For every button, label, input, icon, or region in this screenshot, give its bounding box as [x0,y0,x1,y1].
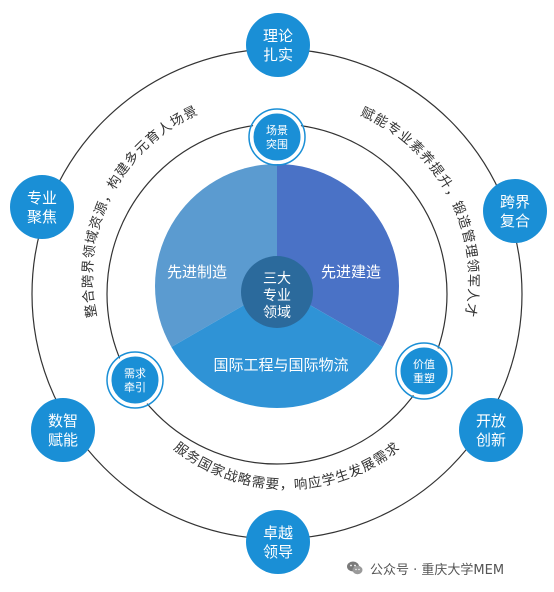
svg-text:开放: 开放 [476,412,506,430]
watermark: 公众号 · 重庆大学MEM [346,557,550,579]
sector-label-international-engineering: 国际工程与国际物流 [213,356,348,374]
svg-text:扎实: 扎实 [263,46,293,64]
outer-node-leadership: 卓越 领导 [246,510,310,574]
outer-node-innovation: 开放 创新 [459,398,523,462]
svg-text:突围: 突围 [266,137,288,151]
svg-text:领导: 领导 [263,543,293,561]
outer-node-theory: 理论 扎实 [246,13,310,77]
svg-text:数智: 数智 [48,412,78,430]
arc-text-bottom: 服务国家战略需要，响应学生发展需求 [171,439,404,493]
svg-text:理论: 理论 [263,27,293,45]
svg-text:价值: 价值 [413,358,435,371]
inner-node-scenario: 场景 突围 [248,108,306,166]
center-circle [241,256,313,328]
svg-text:需求: 需求 [124,367,146,380]
center-label-line2: 专业 [263,288,291,304]
sector-label-advanced-manufacturing: 先进制造 [167,263,227,281]
sector-label-advanced-construction: 先进建造 [321,263,381,281]
watermark-text: 公众号 · 重庆大学MEM [370,562,505,578]
inner-node-demand: 需求 牵引 [106,351,164,409]
svg-text:赋能: 赋能 [48,431,78,449]
svg-text:复合: 复合 [500,212,530,230]
svg-text:重塑: 重塑 [413,371,435,385]
center-label-line1: 三大 [263,271,291,287]
outer-node-crossover: 跨界 复合 [483,179,547,243]
svg-text:牵引: 牵引 [124,380,146,394]
wechat-icon [347,561,363,575]
svg-text:聚焦: 聚焦 [27,208,57,226]
svg-text:跨界: 跨界 [500,193,530,211]
inner-node-value: 价值 重塑 [395,342,453,400]
svg-text:专业: 专业 [27,189,57,207]
sector-international-engineering [171,286,383,408]
svg-text:场景: 场景 [266,123,288,137]
svg-text:卓越: 卓越 [263,524,293,542]
outer-node-digital: 数智 赋能 [31,398,95,462]
outer-node-focus: 专业 聚焦 [10,175,74,239]
svg-text:创新: 创新 [476,431,506,449]
center-label-line3: 领域 [263,305,291,321]
